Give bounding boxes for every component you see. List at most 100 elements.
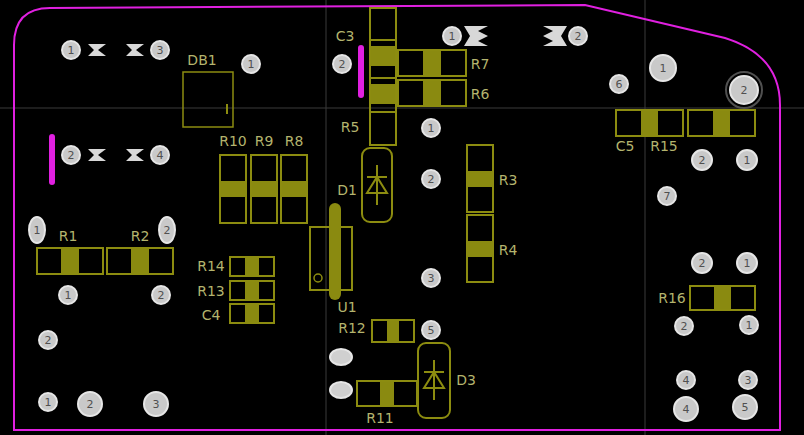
- ref-designator: R12: [338, 321, 366, 335]
- pad: 4: [150, 145, 170, 165]
- board-outline: [14, 5, 780, 430]
- pad: 2: [38, 330, 58, 350]
- pad: 1: [421, 118, 441, 138]
- ref-designator: R5: [341, 120, 360, 134]
- ref-designator: C4: [202, 308, 221, 322]
- pad: 4: [676, 370, 696, 390]
- ref-designator: R13: [197, 284, 225, 298]
- ref-designator: R7: [471, 57, 490, 71]
- pad-number: 1: [449, 31, 456, 42]
- pad: 1: [649, 54, 677, 82]
- pad: 2: [151, 285, 171, 305]
- pad: 1: [61, 40, 81, 60]
- pad-number: 4: [683, 375, 690, 386]
- pad: 1: [38, 392, 58, 412]
- pad: 2: [77, 391, 103, 417]
- pad: 1: [736, 149, 758, 171]
- pad-number: 4: [683, 404, 690, 415]
- pad-number: 4: [157, 150, 164, 161]
- ref-designator: U1: [337, 300, 356, 314]
- pad: 3: [738, 370, 758, 390]
- pad-number: 1: [248, 59, 255, 70]
- pad: 6: [609, 74, 629, 94]
- ref-designator: R2: [131, 229, 150, 243]
- ref-designator: D1: [337, 183, 357, 197]
- ref-designator: R15: [650, 139, 678, 153]
- pad-number: 3: [745, 375, 752, 386]
- pin1-mark: [314, 274, 322, 282]
- pad-ring: [726, 72, 762, 108]
- pad-number: 2: [339, 59, 346, 70]
- pad: 7: [657, 186, 677, 206]
- ref-designator: R10: [219, 134, 247, 148]
- pad: 2: [568, 26, 588, 46]
- pad-number: 1: [34, 225, 41, 236]
- pad: 2: [421, 169, 441, 189]
- pad-number: 1: [744, 155, 751, 166]
- ref-designator: R9: [255, 134, 274, 148]
- pad-number: 6: [616, 79, 623, 90]
- pad: 5: [421, 320, 441, 340]
- diode-symbol: [367, 165, 444, 400]
- pad-number: 2: [164, 225, 171, 236]
- pad: 2: [729, 75, 759, 105]
- pad-number: 2: [741, 85, 748, 96]
- pad-number: 2: [45, 335, 52, 346]
- pad: 2: [61, 145, 81, 165]
- pad-number: 3: [153, 399, 160, 410]
- pad: 4: [673, 396, 699, 422]
- ref-designator: R16: [658, 291, 686, 305]
- pad-number: 5: [428, 325, 435, 336]
- pad-number: 1: [744, 258, 751, 269]
- pad-number: 1: [746, 320, 753, 331]
- pad-number: 2: [87, 399, 94, 410]
- pad-number: 2: [575, 31, 582, 42]
- pad-number: 2: [68, 150, 75, 161]
- pad: 2: [332, 54, 352, 74]
- component-outlines: [37, 8, 755, 418]
- ref-designator: C5: [616, 139, 635, 153]
- pad: 1: [241, 54, 261, 74]
- ref-designator: R3: [499, 173, 518, 187]
- ref-designator: R1: [59, 229, 78, 243]
- pad: 2: [691, 252, 713, 274]
- pad-number: 3: [157, 45, 164, 56]
- ref-designator: R6: [471, 87, 490, 101]
- pad: 1: [28, 216, 46, 244]
- pad-number: 2: [428, 174, 435, 185]
- ref-designator: R4: [499, 243, 518, 257]
- pad: 3: [421, 268, 441, 288]
- pad: 5: [732, 394, 758, 420]
- pad: 2: [674, 316, 694, 336]
- ref-designator: DB1: [187, 53, 216, 67]
- pad: 1: [736, 252, 758, 274]
- pad: 1: [739, 315, 759, 335]
- pad: 3: [150, 40, 170, 60]
- pad: 1: [58, 285, 78, 305]
- ref-designator: D3: [456, 373, 476, 387]
- magenta-mark: [52, 48, 361, 182]
- ref-designator: R14: [197, 259, 225, 273]
- pad-number: 1: [428, 123, 435, 134]
- pad: 3: [143, 391, 169, 417]
- pad-number: 2: [681, 321, 688, 332]
- pad-number: 7: [664, 191, 671, 202]
- pad: 2: [691, 149, 713, 171]
- pad-number: 1: [45, 397, 52, 408]
- pad-number: 1: [65, 290, 72, 301]
- chevron-mark: [88, 26, 567, 161]
- pad: 2: [158, 216, 176, 244]
- pad-number: 2: [699, 155, 706, 166]
- pad: 1: [442, 26, 462, 46]
- ref-designator: C3: [336, 29, 355, 43]
- pad-number: 1: [68, 45, 75, 56]
- pad-number: 2: [699, 258, 706, 269]
- pad-number: 1: [660, 63, 667, 74]
- ref-designator: R8: [285, 134, 304, 148]
- pad-number: 5: [742, 402, 749, 413]
- unnumbered-pad: [330, 349, 352, 398]
- pad-number: 3: [428, 273, 435, 284]
- ref-designator: R11: [366, 411, 394, 425]
- pad-bands: [61, 46, 731, 405]
